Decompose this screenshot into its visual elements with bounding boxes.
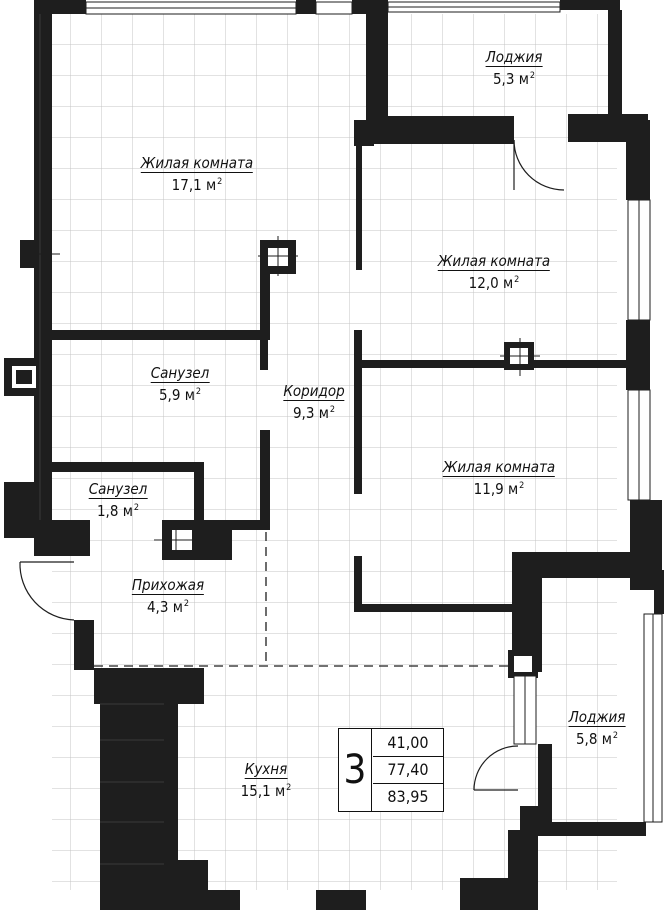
area-unit-sup: 2 (183, 599, 190, 609)
area-summary-box: 3 41,00 77,40 83,95 (338, 728, 444, 812)
room-name: Санузел (88, 480, 148, 499)
room-name: Лоджия (568, 708, 626, 727)
total-with-loggias-value: 83,95 (387, 787, 429, 806)
zone-lines (94, 532, 508, 667)
area-unit-sup: 2 (519, 481, 525, 491)
room-name: Лоджия (485, 48, 543, 67)
room-name: Кухня (244, 760, 288, 779)
room-living-2: Жилая комната 12,0 м2 (437, 252, 551, 292)
room-living-3: Жилая комната 11,9 м2 (442, 458, 556, 498)
room-name: Санузел (150, 364, 210, 383)
room-bathroom-1: Санузел 5,9 м2 (150, 364, 210, 404)
area-unit-sup: 2 (195, 387, 202, 397)
area-unit-sup: 2 (529, 71, 536, 81)
wall-hatching (39, 14, 164, 865)
room-area: 5,8 м (575, 730, 612, 748)
windows (85, 1, 663, 823)
room-area: 1,8 м (96, 502, 133, 520)
area-unit-sup: 2 (217, 177, 223, 187)
room-area: 9,3 м (292, 404, 329, 422)
room-area: 17,1 м (171, 176, 217, 194)
area-unit-sup: 2 (133, 503, 140, 513)
room-name: Жилая комната (140, 154, 254, 173)
room-loggia-2: Лоджия 5,8 м2 (568, 708, 626, 748)
area-unit-sup: 2 (286, 783, 292, 793)
room-loggia-1: Лоджия 5,3 м2 (485, 48, 543, 88)
room-name: Прихожая (131, 576, 205, 595)
area-unit-sup: 2 (514, 275, 520, 285)
room-name: Коридор (283, 382, 345, 401)
area-unit-sup: 2 (329, 405, 336, 415)
room-corridor: Коридор 9,3 м2 (283, 382, 345, 422)
room-area: 11,9 м (473, 480, 519, 498)
room-bathroom-2: Санузел 1,8 м2 (88, 480, 148, 520)
room-count: 3 (339, 729, 372, 811)
room-area: 5,9 м (158, 386, 195, 404)
vent-marks (26, 236, 540, 560)
room-area: 4,3 м (146, 598, 183, 616)
living-area-value: 41,00 (373, 729, 443, 757)
room-name: Жилая комната (442, 458, 556, 477)
area-unit-sup: 2 (612, 731, 619, 741)
doors (19, 139, 565, 791)
room-living-1: Жилая комната 17,1 м2 (140, 154, 254, 194)
room-kitchen: Кухня 15,1 м2 (241, 762, 292, 799)
room-name: Жилая комната (437, 252, 551, 271)
total-area-value: 77,40 (373, 756, 443, 784)
room-area: 12,0 м (468, 274, 514, 292)
room-hallway: Прихожая 4,3 м2 (131, 576, 205, 616)
room-area: 15,1 м (240, 782, 286, 800)
room-area: 5,3 м (492, 70, 529, 88)
